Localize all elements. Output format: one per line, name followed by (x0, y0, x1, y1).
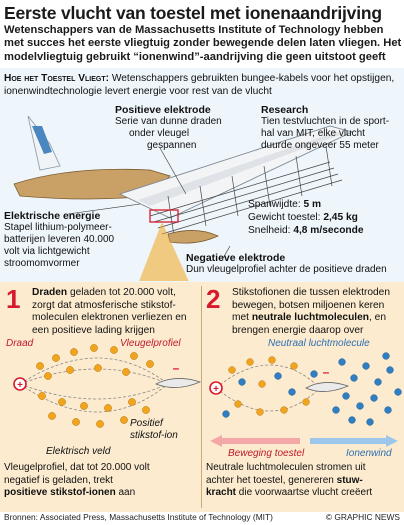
negative-electrode-label: Negatieve elektrode Dun vleugelprofiel a… (186, 252, 402, 276)
sources: Bronnen: Associated Press, Massachusetts… (4, 512, 273, 522)
positive-electrode-text-3: gespannen (147, 140, 197, 151)
research-label: Research Tien testvluchten in de sport- … (261, 104, 404, 152)
zoom-pointer (139, 222, 189, 281)
electric-energy-text-2: batterijen leveren 40.000 (4, 234, 115, 245)
wing-shadow (138, 132, 342, 206)
minus-icon-2: – (323, 365, 330, 379)
research-text-1: Tien testvluchten in de sport- (261, 116, 390, 127)
research-text-2: hal van MIT, elke vlucht (261, 128, 365, 139)
positive-electrode-label: Positieve elektrode Serie van dunne drad… (115, 104, 265, 152)
step2-text: Stikstofionen die tussen elektroden bewe… (232, 287, 391, 336)
specs: Spanwijdte: 5 m Gewicht toestel: 2,45 kg… (248, 198, 404, 237)
minus-icon: – (173, 361, 180, 375)
spec-span: Spanwijdte: 5 m (248, 199, 322, 210)
electric-energy-text-3: volt via lichtgewicht (4, 246, 90, 257)
step2-caption: Neutrale luchtmoleculen stromen uit acht… (206, 462, 373, 498)
research-title: Research (261, 104, 309, 116)
airplane-illustration (13, 115, 354, 281)
positive-electrode-text-2: onder vleugel (129, 128, 190, 139)
step2-diagram: + – (209, 352, 402, 426)
spec-weight: Gewicht toestel: 2,45 kg (248, 212, 358, 223)
wing-profile-2 (305, 382, 350, 392)
research-text-3: duurde ongeveer 55 meter (261, 140, 379, 151)
step2-number: 2 (206, 284, 221, 314)
battery-pod (167, 230, 219, 244)
electric-energy-title: Elektrische energie (4, 210, 101, 222)
ions (36, 344, 154, 428)
bottom-panel (0, 282, 404, 512)
step1-number: 1 (6, 284, 21, 314)
panel-divider (201, 286, 202, 508)
wire-electrode (13, 377, 27, 391)
label-positive-ion: Positief stikstof-ion (130, 418, 178, 441)
how-it-flies: Hoe het Toestel Vliegt: Wetenschappers g… (4, 73, 402, 98)
copyright: © GRAPHIC NEWS (325, 512, 400, 522)
wire-electrode-2 (209, 381, 223, 395)
step1-caption: Vleugelprofiel, dat tot 20.000 volt nega… (4, 462, 150, 498)
detail-highlight-box (149, 209, 179, 223)
wing-profile (155, 378, 201, 388)
plus-icon: + (17, 380, 23, 391)
electric-energy-label: Elektrische energie Stapel lithium-polym… (4, 210, 124, 270)
page-subtitle: Wetenschappers van de Massachusetts Inst… (4, 24, 402, 63)
label-ion-wind: Ionenwind (346, 448, 392, 459)
pointer-lines (67, 147, 231, 261)
field-lines-2 (215, 364, 321, 412)
label-wing-profile: Vleugelprofiel (120, 338, 181, 349)
label-electric-field: Elektrisch veld (46, 446, 111, 457)
ions-2 (228, 356, 310, 416)
label-wire: Draad (6, 338, 34, 349)
label-movement: Beweging toestel (228, 448, 305, 459)
label-neutral-molecule: Neutraal luchtmolecule (268, 338, 370, 349)
how-it-flies-kicker: Hoe het Toestel Vliegt: (4, 73, 109, 84)
electric-energy-text-4: stroomomvormer (4, 258, 80, 269)
page-title: Eerste vlucht van toestel met ionenaandr… (4, 3, 382, 23)
electrode-grid (149, 145, 343, 237)
positive-electrode-text-1: Serie van dunne draden (115, 116, 222, 127)
negative-electrode-title: Negatieve elektrode (186, 252, 286, 264)
electric-energy-text-1: Stapel lithium-polymeer- (4, 222, 112, 233)
plus-icon-2: + (213, 384, 219, 395)
how-it-flies-text: Wetenschappers gebruikten bungee-kabels … (4, 73, 395, 97)
spec-speed: Snelheid: 4,8 m/seconde (248, 225, 364, 236)
arrow-right-icon (310, 435, 398, 447)
arrow-left-icon (210, 435, 300, 447)
step1-text: Draden geladen tot 20.000 volt, zorgt da… (32, 287, 187, 336)
step1-diagram: + – (13, 344, 201, 428)
positive-electrode-title: Positieve elektrode (115, 104, 211, 116)
neutral-molecules (222, 352, 402, 426)
tail-fin-stripe (32, 126, 52, 154)
direction-arrows (210, 435, 398, 447)
negative-electrode-text: Dun vleugelprofiel achter de positieve d… (186, 264, 387, 275)
